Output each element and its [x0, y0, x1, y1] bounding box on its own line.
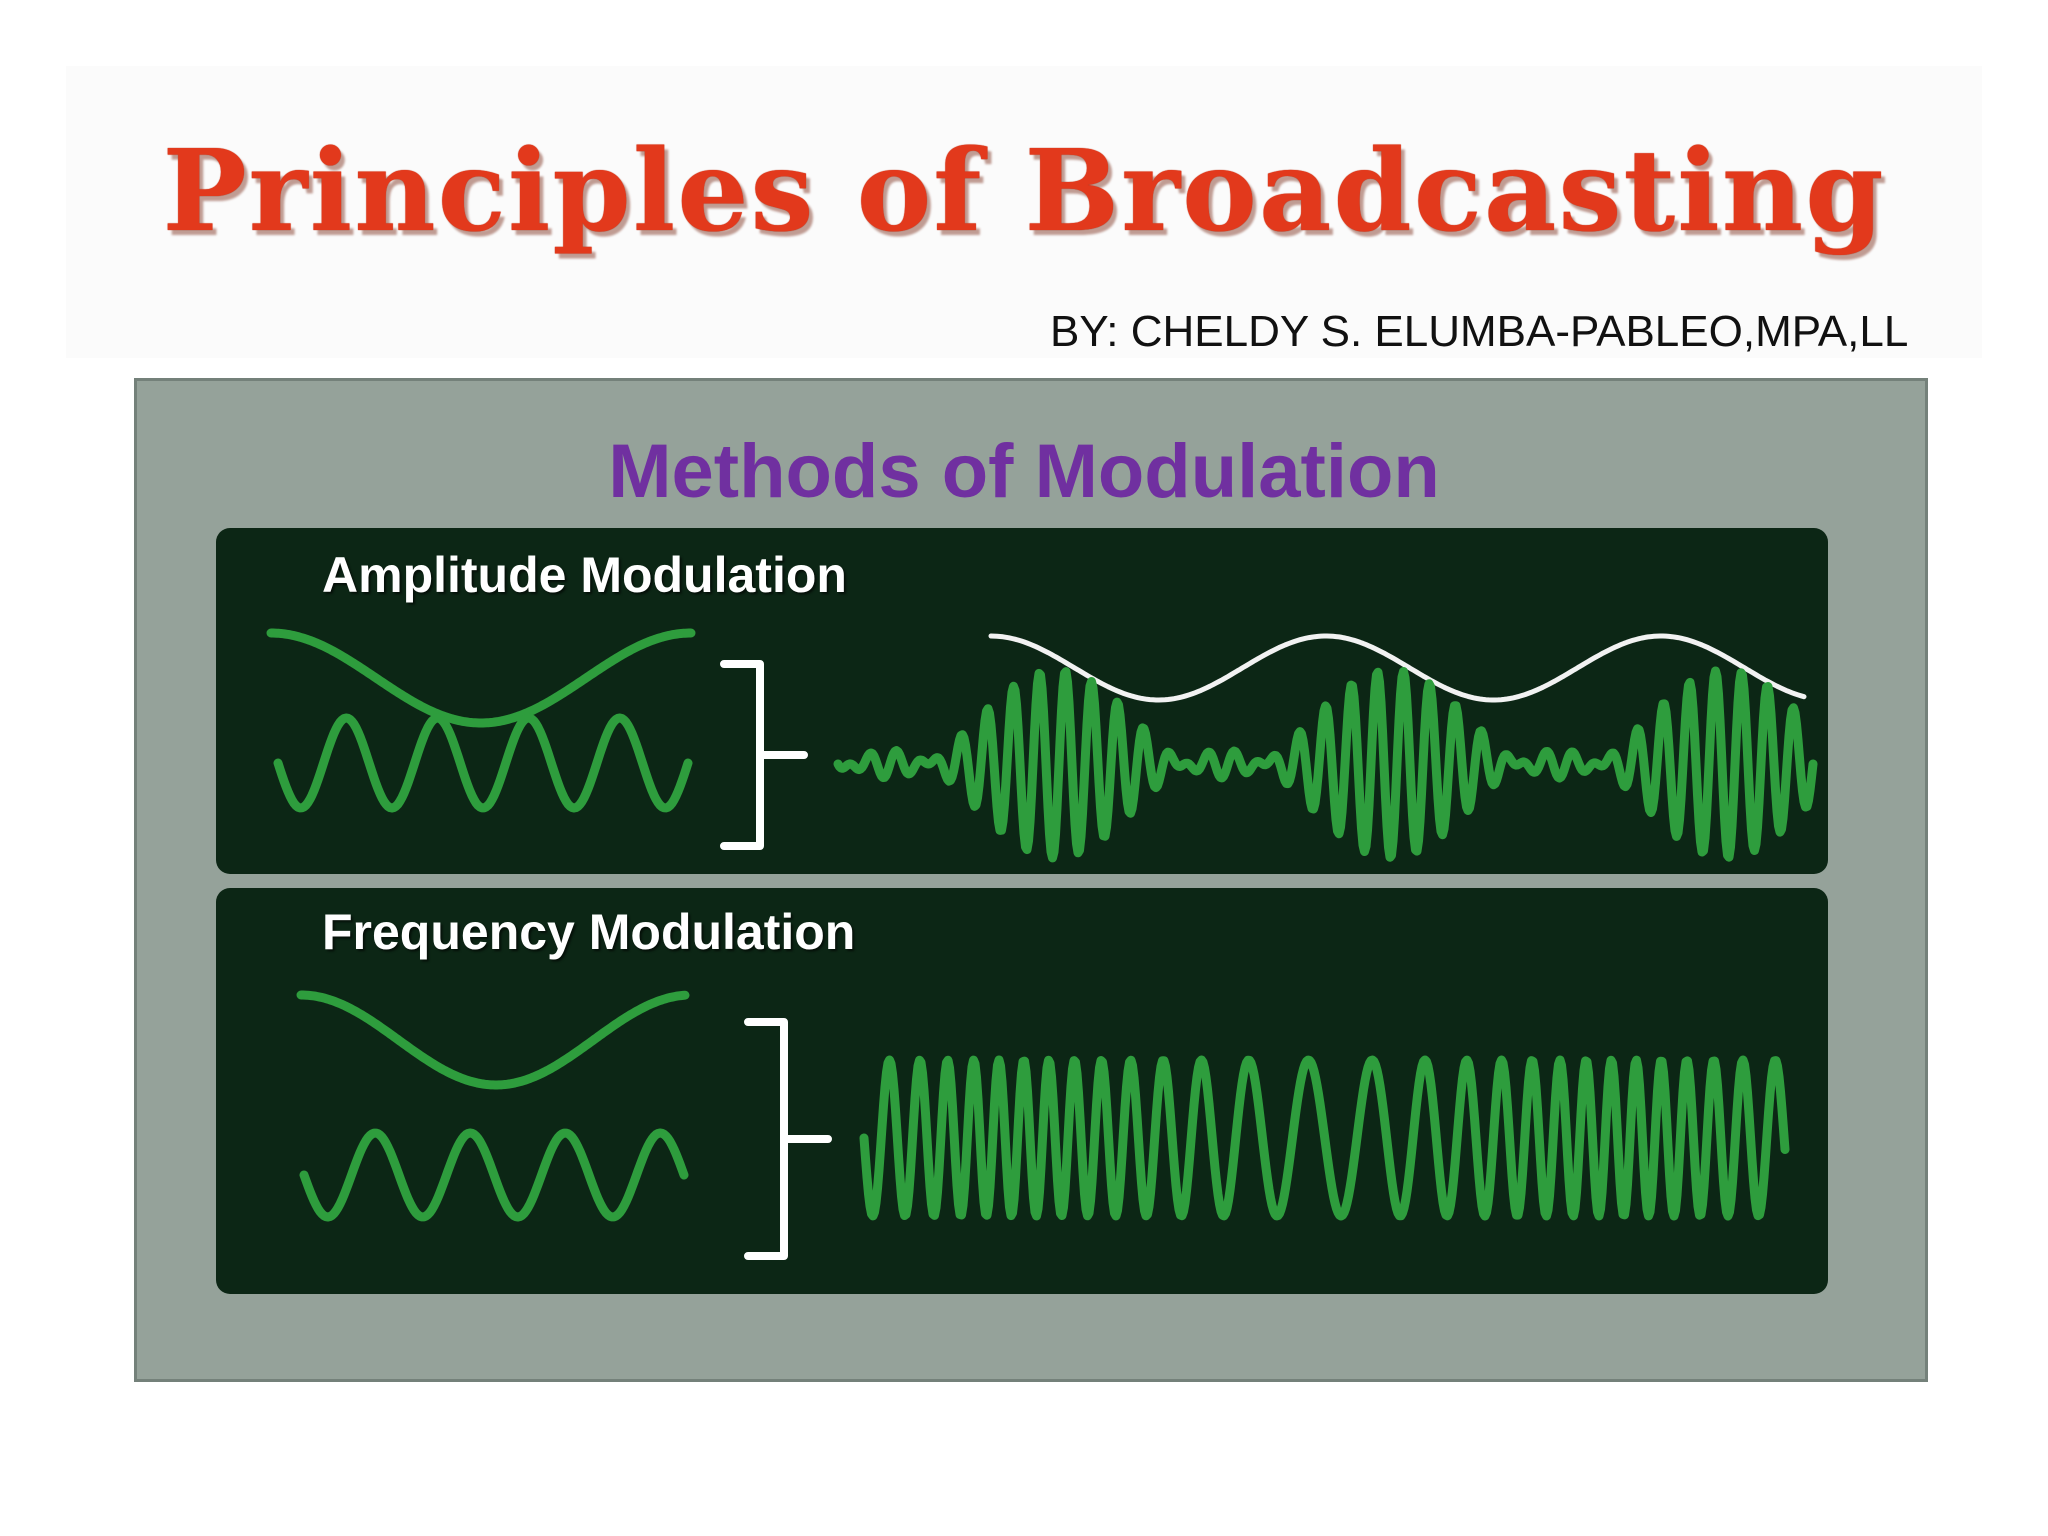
fm-modulated-wave — [859, 1055, 1790, 1221]
fm-carrier-wave — [299, 1128, 689, 1222]
am-envelope-line — [988, 633, 1807, 703]
author-byline: BY: CHELDY S. ELUMBA-PABLEO,MPA,LL — [1050, 307, 1909, 356]
am-carrier-wave — [273, 713, 693, 813]
frequency-modulation-label: Frequency Modulation — [322, 904, 856, 960]
amplitude-modulation-label: Amplitude Modulation — [322, 547, 847, 603]
am-bracket — [720, 660, 808, 850]
title-banner — [66, 66, 1982, 358]
slide-main-title: Principles of Broadcasting — [162, 126, 1886, 257]
am-waves — [266, 628, 1818, 863]
section-title: Methods of Modulation — [608, 429, 1440, 514]
am-modulated-wave — [833, 666, 1818, 863]
fm-bracket — [744, 1018, 832, 1260]
modulation-diagram — [216, 528, 1828, 1294]
fm-waves — [296, 990, 1790, 1260]
am-message-wave — [266, 628, 696, 728]
fm-message-wave — [296, 990, 690, 1090]
